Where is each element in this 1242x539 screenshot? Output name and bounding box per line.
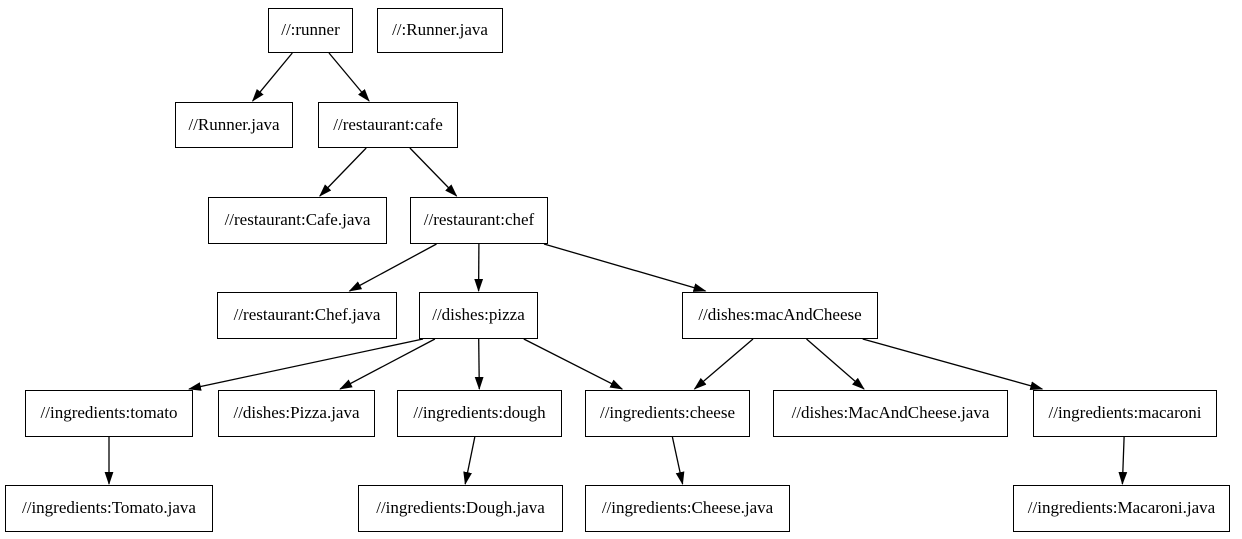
graph-node-label: //restaurant:cafe xyxy=(333,114,443,134)
graph-node-label: //ingredients:Macaroni.java xyxy=(1027,498,1216,517)
graph-node-label: //:Runner.java xyxy=(392,20,488,39)
graph-node-label: //ingredients:macaroni xyxy=(1048,403,1202,422)
graph-node-macaroni: //ingredients:macaroni xyxy=(1033,390,1217,437)
graph-node-tomato: //ingredients:tomato xyxy=(25,390,193,437)
edge-runner-to-runner-java xyxy=(251,52,293,102)
edge-pizza-to-tomato xyxy=(188,338,424,391)
graph-node-runner-java: //Runner.java xyxy=(175,102,293,148)
graph-node-label: //restaurant:chef xyxy=(423,210,535,229)
graph-node-label: //ingredients:dough xyxy=(413,403,546,422)
edge-mac-and-cheese-to-cheese xyxy=(693,338,754,390)
graph-node-label: //:runner xyxy=(281,20,340,39)
graph-node-label: //ingredients:Dough.java xyxy=(376,498,545,517)
graph-node-label: //ingredients:Cheese.java xyxy=(601,498,774,517)
graph-node-macaroni-java: //ingredients:Macaroni.java xyxy=(1013,485,1230,532)
edge-pizza-to-dough xyxy=(474,338,484,390)
edge-chef-to-chef-java xyxy=(348,243,437,292)
graph-node-label: //restaurant:Chef.java xyxy=(233,305,381,324)
graph-node-label: //ingredients:cheese xyxy=(599,403,735,422)
graph-node-runner-java-root: //:Runner.java xyxy=(377,8,503,53)
edge-pizza-to-pizza-java xyxy=(339,338,436,390)
graph-node-dough-java: //ingredients:Dough.java xyxy=(358,485,563,532)
graph-node-label: //dishes:Pizza.java xyxy=(233,403,360,422)
graph-node-chef: //restaurant:chef xyxy=(410,197,548,244)
edge-mac-and-cheese-to-mac-and-cheese-java xyxy=(806,338,865,390)
edge-mac-and-cheese-to-macaroni xyxy=(862,338,1044,391)
graph-node-cafe-java: //restaurant:Cafe.java xyxy=(208,197,387,244)
edge-dough-to-dough-java xyxy=(463,436,476,485)
graph-node-mac-and-cheese-java: //dishes:MacAndCheese.java xyxy=(773,390,1008,437)
edge-cheese-to-cheese-java xyxy=(671,436,685,485)
edge-macaroni-to-macaroni-java xyxy=(1118,436,1128,485)
graph-node-runner: //:runner xyxy=(268,8,353,53)
graph-node-label: //dishes:MacAndCheese.java xyxy=(791,403,990,422)
graph-node-cafe: //restaurant:cafe xyxy=(318,102,458,148)
graph-node-label: //dishes:macAndCheese xyxy=(698,305,862,324)
edge-cafe-to-cafe-java xyxy=(319,147,367,197)
graph-node-label: //restaurant:Cafe.java xyxy=(224,210,371,229)
graph-node-chef-java: //restaurant:Chef.java xyxy=(217,292,397,339)
graph-node-pizza: //dishes:pizza xyxy=(419,292,538,339)
graph-node-label: //Runner.java xyxy=(188,114,280,134)
graph-node-label: //ingredients:tomato xyxy=(40,403,178,422)
graph-node-cheese-java: //ingredients:Cheese.java xyxy=(585,485,790,532)
graph-node-cheese: //ingredients:cheese xyxy=(585,390,750,437)
edge-chef-to-mac-and-cheese xyxy=(543,243,707,292)
edge-cafe-to-chef xyxy=(409,147,458,197)
graph-node-label: //ingredients:Tomato.java xyxy=(22,498,196,517)
graph-node-pizza-java: //dishes:Pizza.java xyxy=(218,390,375,437)
graph-node-mac-and-cheese: //dishes:macAndCheese xyxy=(682,292,878,339)
edge-runner-to-cafe xyxy=(328,52,370,102)
graph-node-dough: //ingredients:dough xyxy=(397,390,562,437)
edge-pizza-to-cheese xyxy=(523,338,624,390)
graph-node-tomato-java: //ingredients:Tomato.java xyxy=(5,485,213,532)
graph-node-label: //dishes:pizza xyxy=(432,305,525,324)
